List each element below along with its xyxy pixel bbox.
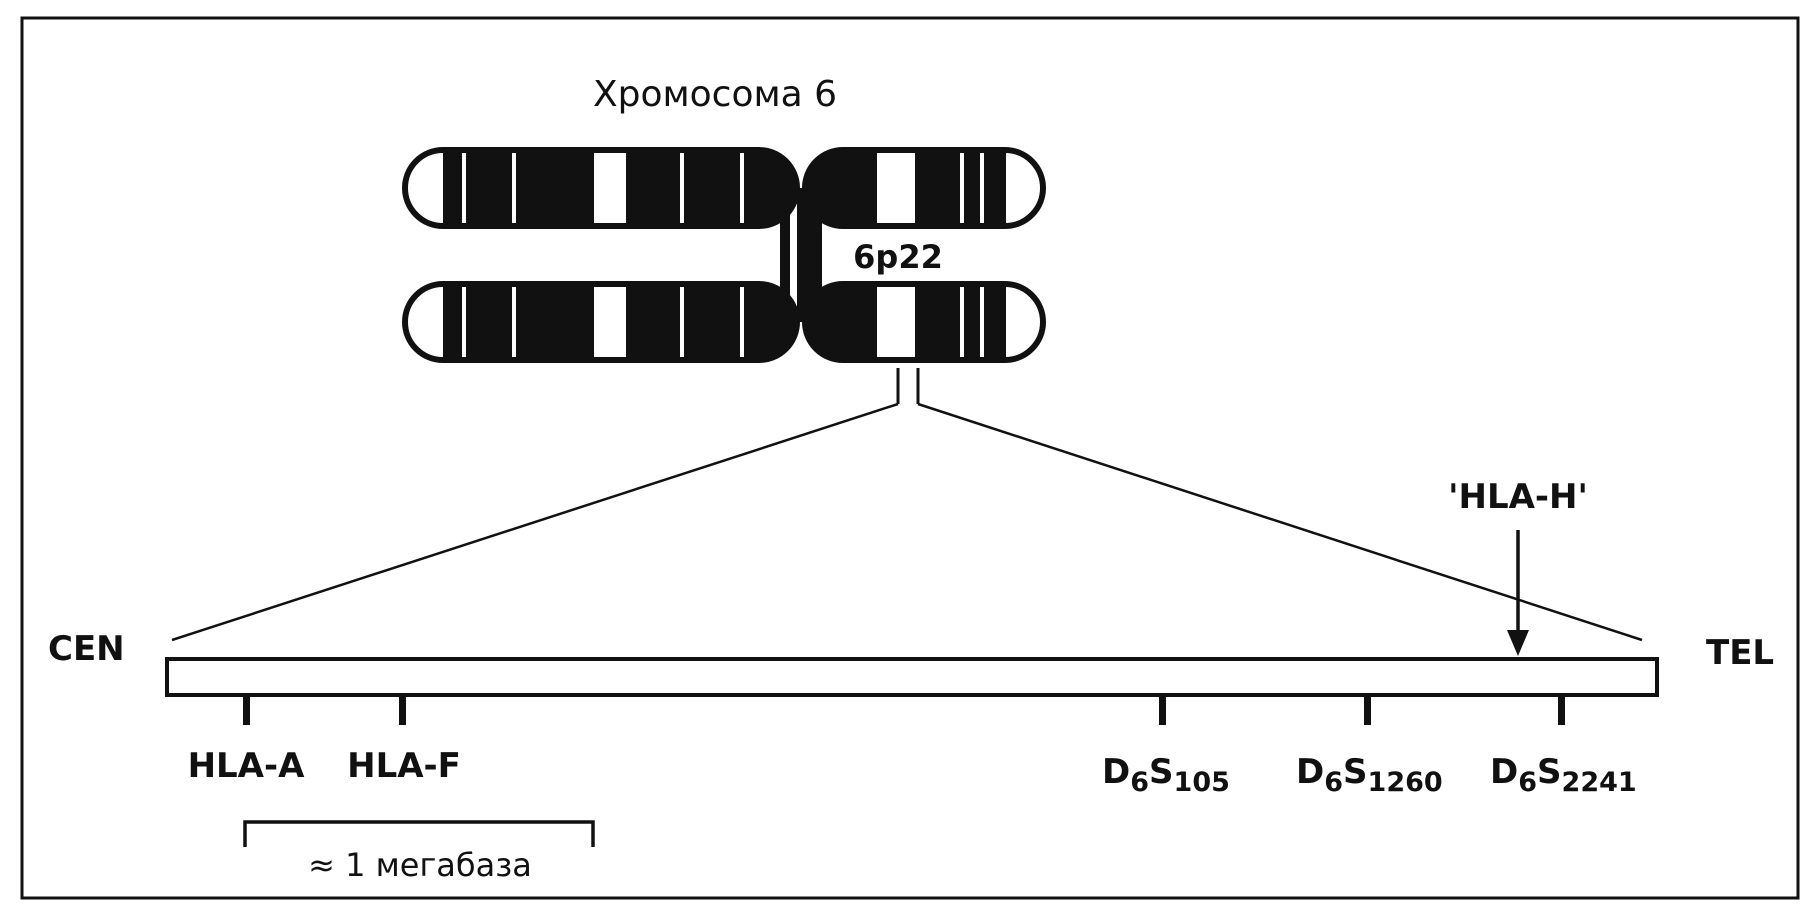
scale-label: ≈ 1 мегабаза (308, 846, 532, 884)
marker-ticks (243, 695, 1565, 725)
chromosome-title: Хромосома 6 (593, 74, 837, 115)
chromosome-6: 6p22 (402, 147, 1046, 363)
marker-tick-d6s2241 (1558, 695, 1565, 725)
chromatid-arm-lower-left (405, 284, 797, 360)
centromere-end-label: CEN (48, 629, 125, 669)
figure-frame (20, 16, 1800, 900)
marker-tick-hla-a (243, 695, 250, 725)
marker-tick-d6s105 (1159, 695, 1166, 725)
scale-bracket (243, 820, 595, 847)
centromere-gap (790, 196, 797, 314)
telomere-end-label: TEL (1706, 633, 1774, 673)
hla-h-label: 'HLA-H' (1448, 477, 1588, 517)
chromatid-arm-upper-left (405, 150, 797, 226)
chromatid-arm-lower-right (805, 284, 1043, 360)
zoom-line-left (171, 402, 899, 642)
zoom-line-right (917, 402, 1643, 642)
chromatid-arm-upper-right (805, 150, 1043, 226)
band-label-pocket (826, 232, 1012, 278)
marker-label-d6s1260: D6S1260 (1296, 752, 1443, 798)
marker-label-d6s105: D6S105 (1102, 752, 1230, 798)
marker-label-d6s2241: D6S2241 (1490, 752, 1637, 798)
band-label-6p22: 6p22 (853, 238, 943, 276)
hla-h-arrow-head (1507, 630, 1529, 656)
marker-tick-d6s1260 (1364, 695, 1371, 725)
genomic-map-bar (165, 657, 1659, 697)
marker-label-hla-a: HLA-A (188, 746, 306, 786)
marker-label-hla-f: HLA-F (347, 746, 461, 786)
marker-tick-hla-f (399, 695, 406, 725)
